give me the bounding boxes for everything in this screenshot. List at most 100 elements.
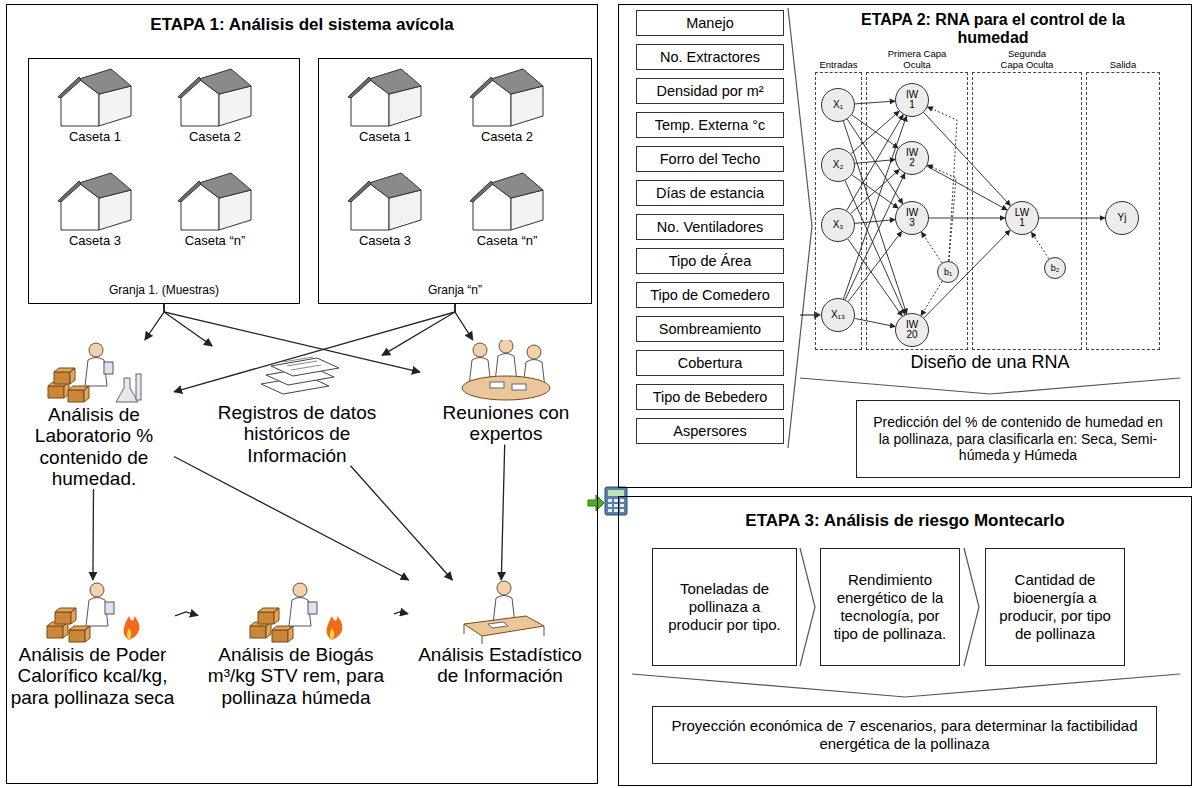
step-chevron (964, 548, 979, 666)
connector (852, 115, 898, 148)
node-text: Caseta 2 (452, 130, 562, 144)
input-box: Forro del Techo (636, 146, 784, 172)
connector (455, 304, 473, 340)
connector (164, 304, 212, 346)
connector (855, 318, 896, 326)
neuron: IW 1 (895, 83, 929, 117)
input-box: Días de estancia (636, 180, 784, 206)
records-icon (249, 346, 345, 402)
node-text: Primera Capa Oculta (887, 49, 947, 70)
house-icon (173, 64, 257, 130)
node-text: Caseta 1 (330, 130, 440, 144)
node-text: Entradas (804, 60, 873, 70)
shed-node: Caseta 3 (330, 168, 440, 268)
meeting-node: Reuniones con expertos (420, 340, 592, 445)
node-text: X₂ (828, 160, 848, 170)
connector (851, 111, 899, 154)
connector (382, 304, 455, 355)
neuron: X₂ (821, 148, 855, 182)
node-text: Análisis Estadístico de Información (408, 644, 592, 687)
design-bracket (800, 378, 1180, 394)
input-box: Manejo (636, 10, 784, 36)
shed-node: Caseta “n” (160, 168, 270, 268)
node-text: X₁₃ (828, 310, 848, 320)
shed-node: Caseta “n” (452, 168, 562, 268)
input-box: Cobertura (636, 350, 784, 376)
node-text: Análisis de Laboratorio % contenido de h… (14, 404, 174, 489)
node-text: ETAPA 2: RNA para el control de la humed… (857, 11, 1129, 48)
house-icon (173, 168, 257, 234)
stage-panel: ETAPA 1: Análisis del sistema avícolaGra… (6, 4, 598, 784)
input-box: Sombreamiento (636, 316, 784, 342)
node-text: X₃ (828, 220, 848, 230)
node-text: Registros de datos históricos de Informa… (212, 402, 382, 466)
records-node: Registros de datos históricos de Informa… (212, 346, 382, 466)
shed-node: Caseta 1 (330, 64, 440, 164)
node-text: Cantidad de bioenergía a producir, por t… (996, 571, 1114, 643)
input-box: Aspersores (636, 418, 784, 444)
node-text: Caseta 3 (40, 234, 150, 248)
node-text: IW 1 (902, 90, 922, 110)
lab-icon (44, 340, 144, 404)
farm-box: Granja 1. (Muestras)Caseta 1Caseta 2Case… (28, 58, 300, 304)
shed-node: Caseta 2 (160, 64, 270, 164)
node-text: Yj (1112, 213, 1132, 223)
input-box: Tipo de Comedero (636, 282, 784, 308)
node-text: Caseta “n” (452, 234, 562, 248)
node-text: Densidad por m² (656, 83, 763, 99)
connector (855, 220, 895, 224)
house-icon (465, 64, 549, 130)
node-text: Reuniones con expertos (420, 402, 592, 445)
bias-node: b₁ (937, 261, 959, 283)
node-text: b₁ (938, 268, 958, 277)
input-box: Tipo de Área (636, 248, 784, 274)
input-box: Densidad por m² (636, 78, 784, 104)
step-box: Toneladas de pollinaza a producir por ti… (652, 548, 797, 666)
connector (174, 457, 409, 581)
node-text: Granja “n” (319, 283, 591, 297)
connector (92, 489, 94, 580)
node-text: Toneladas de pollinaza a producir por ti… (663, 580, 786, 634)
step-chevron (800, 548, 815, 666)
calorific-node: Análisis de Poder Calorífico kcal/kg, pa… (10, 580, 175, 708)
connector (145, 304, 164, 340)
stage-panel: ETAPA 2: RNA para el control de la humed… (618, 4, 1192, 488)
node-text: LW 1 (1012, 208, 1032, 228)
lab-node: Análisis de Laboratorio % contenido de h… (14, 340, 174, 489)
neuron: Yj (1105, 201, 1139, 235)
node-text: Temp. Externa °c (655, 117, 766, 133)
layer-box: EntradasX₁X₂X₃X₁₃ (815, 72, 862, 350)
connector (1039, 218, 1105, 219)
node-text: Forro del Techo (660, 151, 760, 167)
connector (924, 112, 1011, 205)
neuron: X₁₃ (821, 298, 855, 332)
bias-node: b₂ (1044, 257, 1066, 279)
node-text: Proyección económica de 7 escenarios, pa… (663, 717, 1146, 753)
summary-bracket (632, 674, 1180, 697)
farm-box: Granja “n” Caseta 1 Caseta 2 Caseta 3 Caseta… (318, 58, 592, 304)
node-text: Análisis de Poder Calorífico kcal/kg, pa… (10, 644, 175, 708)
layer-box: Segunda Capa OcultaLW 1b₂ (972, 72, 1082, 350)
node-text: Caseta 2 (160, 130, 270, 144)
house-icon (343, 64, 427, 130)
node-text: ETAPA 3: Análisis de riesgo Montecarlo (619, 511, 1191, 531)
input-bracket (788, 8, 812, 448)
input-box: No. Extractores (636, 44, 784, 70)
node-text: Aspersores (673, 423, 746, 439)
burn-icon (246, 580, 346, 644)
shed-node: Caseta 1 (40, 64, 150, 164)
input-arrow (800, 314, 814, 315)
connector (848, 232, 901, 302)
house-icon (53, 168, 137, 234)
neuron: X₃ (821, 208, 855, 242)
node-text: IW 2 (902, 148, 922, 168)
node-text: Tipo de Área (669, 253, 751, 269)
prediction-box: Predicción del % de contenido de humedad… (856, 400, 1180, 478)
node-text: IW 3 (902, 208, 922, 228)
node-text: Análisis de Biogás m³/kg STV rem, para p… (198, 644, 394, 708)
connector (924, 230, 1010, 318)
node-text: X₁ (828, 100, 848, 110)
calculator-icon (588, 487, 627, 515)
